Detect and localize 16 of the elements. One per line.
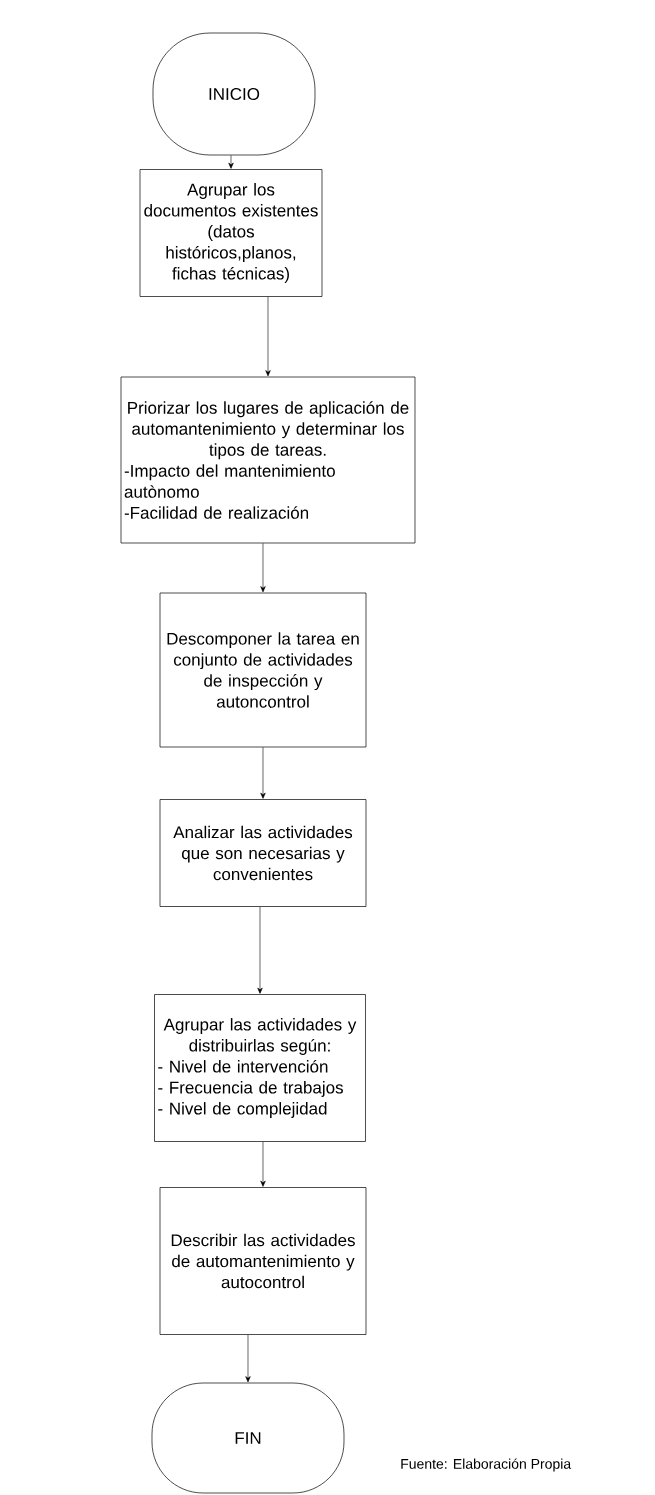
process-box: Agrupar las actividades y distribuirlas según: - Nivel de intervención - Frecuencia de trabajos - Nivel de complejidad xyxy=(154,994,366,1142)
process-box: Analizar las actividades que son necesarias y convenientes xyxy=(159,799,367,907)
arrow xyxy=(245,1334,251,1383)
source-note: Fuente: Elaboración Propia xyxy=(401,1458,572,1472)
start-terminal: INICIO xyxy=(152,32,316,156)
arrow xyxy=(228,155,234,169)
end-terminal: FIN xyxy=(151,1382,345,1494)
process-box: Agrupar los documentos existentes (datos históricos,planos, fichas técnicas) xyxy=(139,169,323,297)
arrow xyxy=(265,296,271,377)
process-box: Priorizar los lugares de aplicación de automantenimiento y determinar los tipos de tareas. -Impacto del mantenimiento autònomo -Facilidad de realización xyxy=(120,376,416,544)
arrow xyxy=(260,543,266,593)
arrow xyxy=(260,1141,266,1187)
process-box: Describir las actividades de automantenimiento y autocontrol xyxy=(159,1187,367,1335)
arrow xyxy=(257,906,263,994)
arrow xyxy=(260,747,266,799)
process-box: Descomponer la tarea en conjunto de actividades de inspección y autoncontrol xyxy=(159,592,367,748)
